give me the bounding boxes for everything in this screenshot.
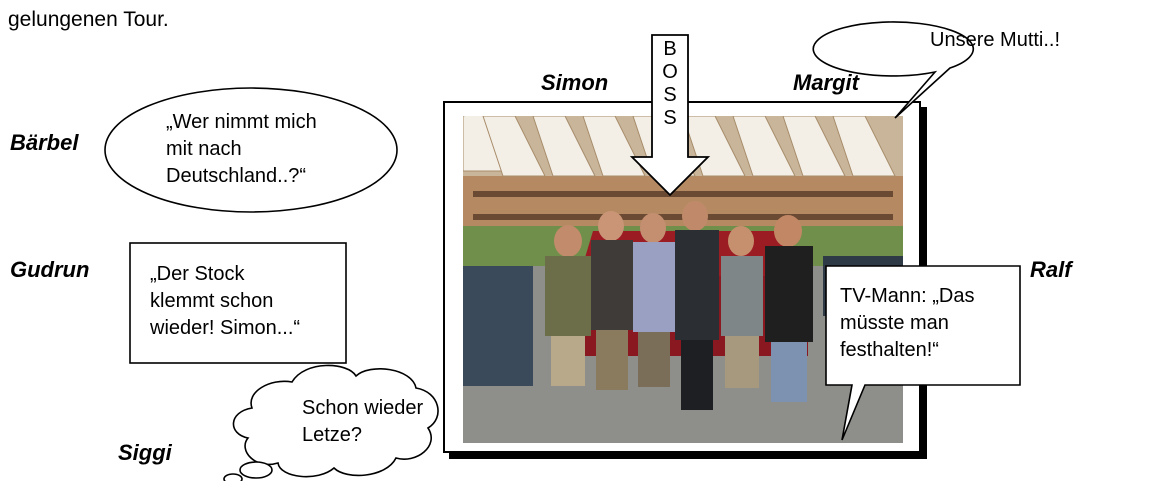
name-label-gudrun: Gudrun xyxy=(10,257,90,282)
boss-arrow-label: B O S S xyxy=(652,38,688,130)
boss-letter: S xyxy=(663,84,677,106)
siggi-quote: Schon wieder Letze? xyxy=(302,395,423,449)
baerbel-speech-bubble xyxy=(104,87,398,213)
gudrun-quote: „Der Stock klemmt schon wieder! Simon...… xyxy=(150,261,300,342)
siggi-thought-cloud xyxy=(223,364,439,481)
margit-quote: Unsere Mutti..! xyxy=(930,29,1061,51)
quote-line: „Der Stock xyxy=(150,263,245,285)
quote-line: festhalten!“ xyxy=(840,339,939,361)
name-label-simon: Simon xyxy=(541,70,609,95)
boss-letter: S xyxy=(663,107,677,129)
boss-letter: O xyxy=(662,61,678,83)
quote-line: klemmt schon xyxy=(150,290,274,312)
boss-letter: B xyxy=(663,38,677,60)
quote-line: Deutschland..?“ xyxy=(166,165,307,187)
name-label-siggi: Siggi xyxy=(118,440,172,465)
quote-line: wieder! Simon...“ xyxy=(150,317,301,339)
name-label-baerbel: Bärbel xyxy=(10,130,79,155)
gudrun-speech-box xyxy=(129,242,347,364)
name-label-ralf: Ralf xyxy=(1030,257,1072,282)
quote-line: müsste man xyxy=(840,312,949,334)
quote-line: Letze? xyxy=(302,424,363,446)
name-label-margit: Margit xyxy=(793,70,859,95)
quote-line: mit nach xyxy=(166,138,242,160)
quote-line: „Wer nimmt mich xyxy=(166,111,317,133)
baerbel-quote: „Wer nimmt mich mit nach Deutschland..?“ xyxy=(166,109,317,190)
intro-text: gelungenen Tour. xyxy=(8,8,169,31)
quote-line: TV-Mann: „Das xyxy=(840,285,975,307)
ralf-speech-box xyxy=(825,265,1021,441)
ralf-quote: TV-Mann: „Das müsste man festhalten!“ xyxy=(840,283,974,364)
boss-arrow xyxy=(629,34,711,197)
margit-speech-bubble xyxy=(812,21,974,119)
quote-line: Schon wieder xyxy=(302,397,424,419)
